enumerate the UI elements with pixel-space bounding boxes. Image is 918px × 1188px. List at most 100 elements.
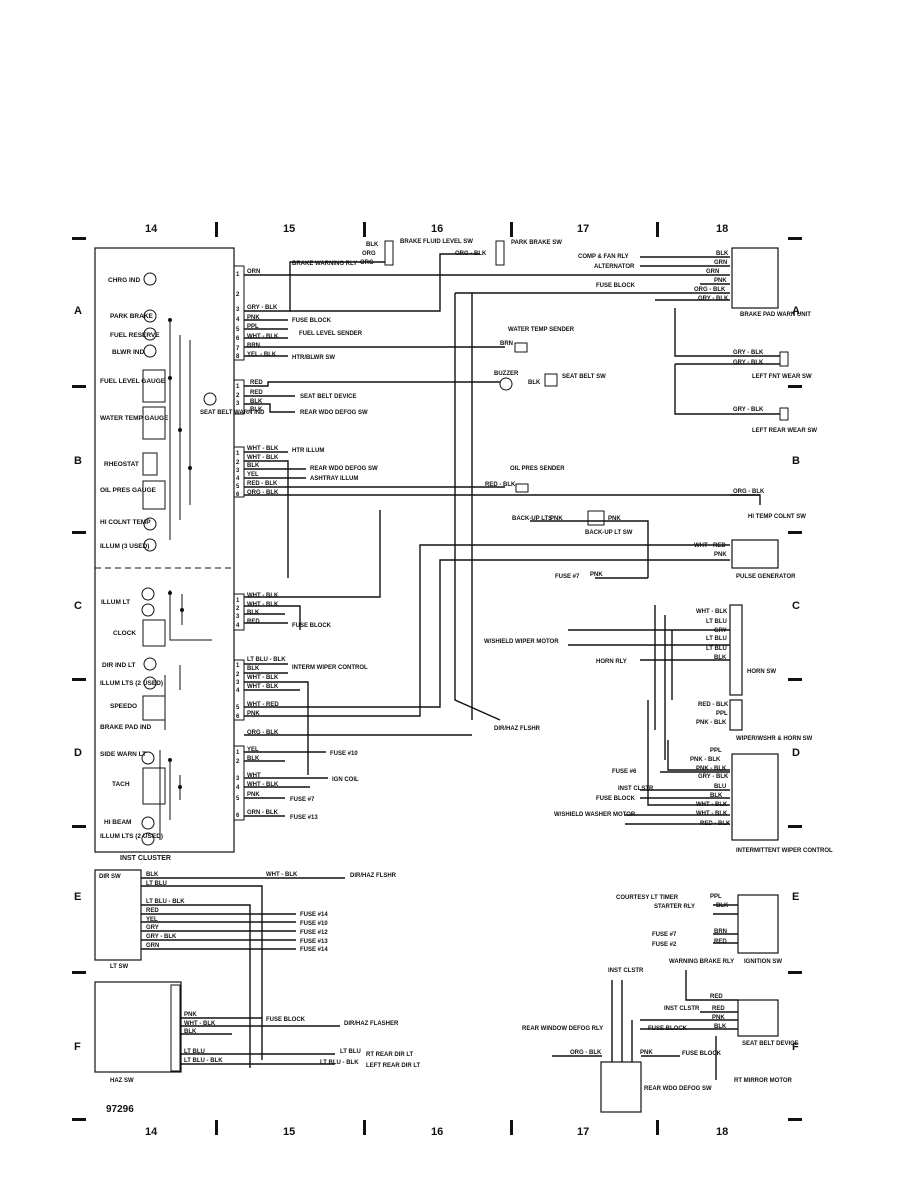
switches-left: DIR SW LT SW BLK LT BLU LT BLU - BLK RED… bbox=[94, 869, 421, 1084]
svg-text:3: 3 bbox=[236, 680, 240, 686]
ind-tach: TACH bbox=[112, 781, 130, 788]
grid-right: A B C D E F bbox=[788, 237, 802, 1121]
wear-sw-icon bbox=[779, 407, 789, 421]
svg-text:PNK - BLK: PNK - BLK bbox=[690, 757, 721, 763]
svg-text:RED - BLK: RED - BLK bbox=[485, 482, 516, 488]
svg-text:4: 4 bbox=[236, 623, 240, 629]
temp-gauge-box bbox=[142, 406, 166, 440]
svg-text:1: 1 bbox=[236, 598, 240, 604]
svg-text:RED: RED bbox=[714, 939, 727, 945]
svg-text:FUSE #12: FUSE #12 bbox=[300, 930, 328, 936]
svg-text:FUSE #14: FUSE #14 bbox=[300, 947, 328, 953]
grid-tick bbox=[215, 1120, 218, 1135]
svg-text:YEL: YEL bbox=[247, 472, 259, 478]
ind-park-brake: PARK BRAKE bbox=[110, 313, 154, 320]
svg-text:WHT - BLK: WHT - BLK bbox=[247, 675, 279, 681]
left-rear-dir-label: LEFT REAR DIR LT bbox=[366, 1063, 421, 1069]
grid-tick bbox=[510, 1120, 513, 1135]
col-label-18-bottom: 18 bbox=[716, 1126, 728, 1138]
svg-text:PNK: PNK bbox=[247, 792, 260, 798]
rear-wdo-defog-label: REAR WDO DEFOG SW bbox=[300, 410, 368, 416]
comp-fan-label: COMP & FAN RLY bbox=[578, 254, 629, 260]
grid-top: 14 15 16 17 18 bbox=[145, 222, 728, 237]
ind-dir-lt: DIR IND LT bbox=[102, 662, 135, 669]
back-up-lt-sw-label: BACK-UP LT SW bbox=[585, 530, 633, 536]
horn-rly-label: HORN RLY bbox=[596, 659, 627, 665]
horn-sw-label: HORN SW bbox=[747, 669, 776, 675]
svg-text:FUSE BLOCK: FUSE BLOCK bbox=[682, 1051, 722, 1057]
svg-text:ORG - BLK: ORG - BLK bbox=[694, 287, 726, 293]
svg-text:2: 2 bbox=[236, 672, 240, 678]
svg-text:6: 6 bbox=[236, 714, 240, 720]
bulb-icon bbox=[141, 816, 155, 830]
washer-motor-label: W/SHIELD WASHER MOTOR bbox=[554, 812, 636, 818]
svg-text:BLK: BLK bbox=[528, 380, 541, 386]
svg-text:BLK: BLK bbox=[146, 872, 159, 878]
svg-text:5: 5 bbox=[236, 484, 240, 490]
svg-text:WHT - BLK: WHT - BLK bbox=[696, 811, 728, 817]
svg-text:FUSE #13: FUSE #13 bbox=[300, 939, 328, 945]
svg-text:YEL - BLK: YEL - BLK bbox=[247, 352, 277, 358]
park-brake-label: PARK BRAKE SW bbox=[511, 240, 562, 246]
svg-text:ORG - BLK: ORG - BLK bbox=[455, 251, 487, 257]
col-label-15: 15 bbox=[283, 223, 295, 235]
water-temp-sender-label: WATER TEMP SENDER bbox=[508, 327, 575, 333]
svg-text:GRN: GRN bbox=[146, 943, 159, 949]
intermittent-label: INTERMITTENT WIPER CONTROL bbox=[736, 848, 833, 854]
cluster-bus-d2 bbox=[159, 750, 181, 840]
ignition-sw-label: IGNITION SW bbox=[744, 959, 782, 965]
svg-text:BLK: BLK bbox=[714, 655, 727, 661]
grid-bottom: 14 15 16 17 18 bbox=[145, 1120, 728, 1138]
svg-text:1: 1 bbox=[236, 272, 240, 278]
svg-text:PNK: PNK bbox=[184, 1012, 197, 1018]
svg-text:LT BLU: LT BLU bbox=[706, 636, 727, 642]
svg-text:YEL: YEL bbox=[146, 917, 158, 923]
brake-pad-warn-unit bbox=[731, 247, 779, 309]
svg-text:GRY - BLK: GRY - BLK bbox=[733, 350, 764, 356]
svg-text:BLK: BLK bbox=[247, 666, 260, 672]
svg-text:FUSE #7: FUSE #7 bbox=[652, 932, 677, 938]
ind-hi-colnt: HI COLNT TEMP bbox=[100, 519, 151, 526]
back-up-lts-label: BACK-UP LTS bbox=[512, 516, 552, 522]
svg-text:BLK: BLK bbox=[366, 242, 379, 248]
svg-text:WHT - BLK: WHT - BLK bbox=[247, 782, 279, 788]
htr-illum-label: HTR ILLUM bbox=[292, 448, 324, 454]
col-label-14-bottom: 14 bbox=[145, 1126, 158, 1138]
rear-wdo-defog-f-label: REAR WDO DEFOG SW bbox=[644, 1086, 712, 1092]
seat-belt-device-label: SEAT BELT DEVICE bbox=[300, 394, 356, 400]
grid-tick bbox=[363, 1120, 366, 1135]
svg-text:1: 1 bbox=[236, 384, 240, 390]
ind-blwr: BLWR IND bbox=[112, 349, 144, 356]
svg-text:BLK: BLK bbox=[714, 1024, 727, 1030]
brake-fluid-label: BRAKE FLUID LEVEL SW bbox=[400, 239, 473, 245]
inst-clstr-f-label: INST CLSTR bbox=[608, 968, 644, 974]
inst-cluster-title: INST CLUSTER bbox=[120, 855, 171, 862]
bulb-icon bbox=[141, 832, 155, 846]
svg-text:5: 5 bbox=[236, 705, 240, 711]
lt-sw-box bbox=[94, 869, 142, 961]
bulb-icon bbox=[143, 517, 157, 531]
rear-wdo-defog-box bbox=[600, 1061, 642, 1113]
col-label-16-bottom: 16 bbox=[431, 1126, 443, 1138]
svg-text:WHT - RED: WHT - RED bbox=[247, 702, 279, 708]
oil-pres-sender-label: OIL PRES SENDER bbox=[510, 466, 565, 472]
oil-pres-sender-icon bbox=[515, 483, 529, 493]
bulb-icon bbox=[143, 344, 157, 358]
bulb-icon bbox=[143, 538, 157, 552]
svg-text:ORG - BLK: ORG - BLK bbox=[733, 489, 765, 495]
svg-text:RED - BLK: RED - BLK bbox=[247, 481, 278, 487]
svg-text:WHT - BLK: WHT - BLK bbox=[247, 455, 279, 461]
svg-text:2: 2 bbox=[236, 292, 240, 298]
htr-blwr-label: HTR/BLWR SW bbox=[292, 355, 335, 361]
svg-text:3: 3 bbox=[236, 468, 240, 474]
svg-text:WHT - RED: WHT - RED bbox=[694, 543, 726, 549]
svg-text:GRY: GRY bbox=[146, 925, 159, 931]
seat-belt-device-box bbox=[737, 999, 779, 1037]
svg-text:BRN: BRN bbox=[500, 341, 513, 347]
row-label-b: B bbox=[74, 455, 82, 467]
haz-sw-box bbox=[94, 981, 182, 1073]
row-label-e-right: E bbox=[792, 891, 799, 903]
row-label-d-right: D bbox=[792, 747, 800, 759]
svg-text:PNK: PNK bbox=[712, 1015, 725, 1021]
svg-text:PNK: PNK bbox=[608, 516, 621, 522]
